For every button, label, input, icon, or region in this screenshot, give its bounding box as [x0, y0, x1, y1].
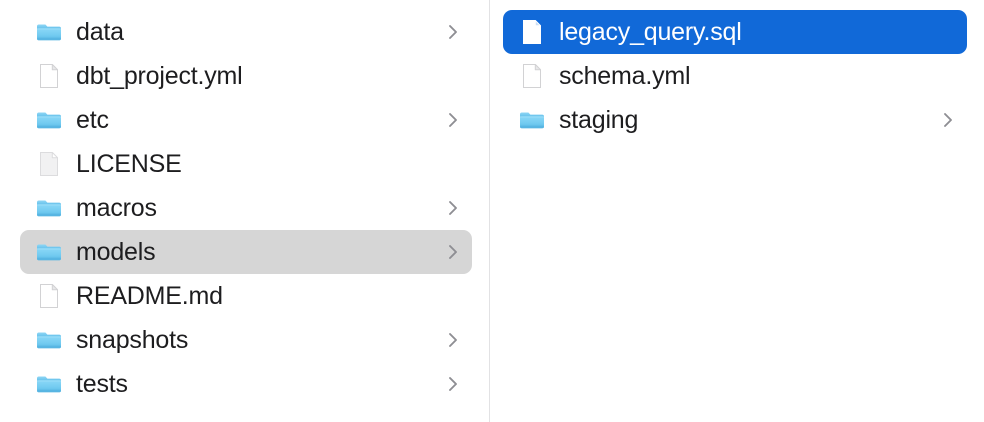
document-plain-icon	[36, 149, 62, 179]
folder-icon	[519, 105, 545, 135]
folder-row[interactable]: data	[20, 10, 472, 54]
file-row[interactable]: dbt_project.yml	[20, 54, 472, 98]
item-label: dbt_project.yml	[76, 62, 243, 90]
document-icon	[36, 281, 62, 311]
document-icon	[519, 17, 545, 47]
folder-icon	[36, 17, 62, 47]
folder-row[interactable]: staging	[503, 98, 967, 142]
file-row[interactable]: schema.yml	[503, 54, 967, 98]
document-icon	[519, 61, 545, 91]
folder-icon	[36, 325, 62, 355]
folder-row[interactable]: etc	[20, 98, 472, 142]
folder-icon	[36, 369, 62, 399]
item-label: snapshots	[76, 326, 189, 354]
folder-row[interactable]: tests	[20, 362, 472, 406]
disclosure-chevron-icon[interactable]	[448, 24, 458, 40]
folder-row[interactable]: macros	[20, 186, 472, 230]
file-row[interactable]: README.md	[20, 274, 472, 318]
folder-icon	[36, 237, 62, 267]
folder-row[interactable]: models	[20, 230, 472, 274]
file-row[interactable]: legacy_query.sql	[503, 10, 967, 54]
item-label: README.md	[76, 282, 223, 310]
item-label: LICENSE	[76, 150, 182, 178]
item-label: tests	[76, 370, 128, 398]
disclosure-chevron-icon[interactable]	[448, 376, 458, 392]
item-label: legacy_query.sql	[559, 18, 742, 46]
folder-row[interactable]: snapshots	[20, 318, 472, 362]
document-icon	[36, 61, 62, 91]
disclosure-chevron-icon[interactable]	[448, 112, 458, 128]
disclosure-chevron-icon[interactable]	[448, 244, 458, 260]
item-label: staging	[559, 106, 639, 134]
item-label: schema.yml	[559, 62, 691, 90]
disclosure-chevron-icon[interactable]	[448, 332, 458, 348]
item-label: models	[76, 238, 156, 266]
file-row[interactable]: LICENSE	[20, 142, 472, 186]
item-label: data	[76, 18, 124, 46]
folder-icon	[36, 105, 62, 135]
column-divider	[489, 0, 490, 422]
disclosure-chevron-icon[interactable]	[943, 112, 953, 128]
folder-icon	[36, 193, 62, 223]
disclosure-chevron-icon[interactable]	[448, 200, 458, 216]
item-label: etc	[76, 106, 109, 134]
finder-column-child[interactable]: legacy_query.sql schema.yml staging	[490, 0, 984, 422]
item-label: macros	[76, 194, 157, 222]
